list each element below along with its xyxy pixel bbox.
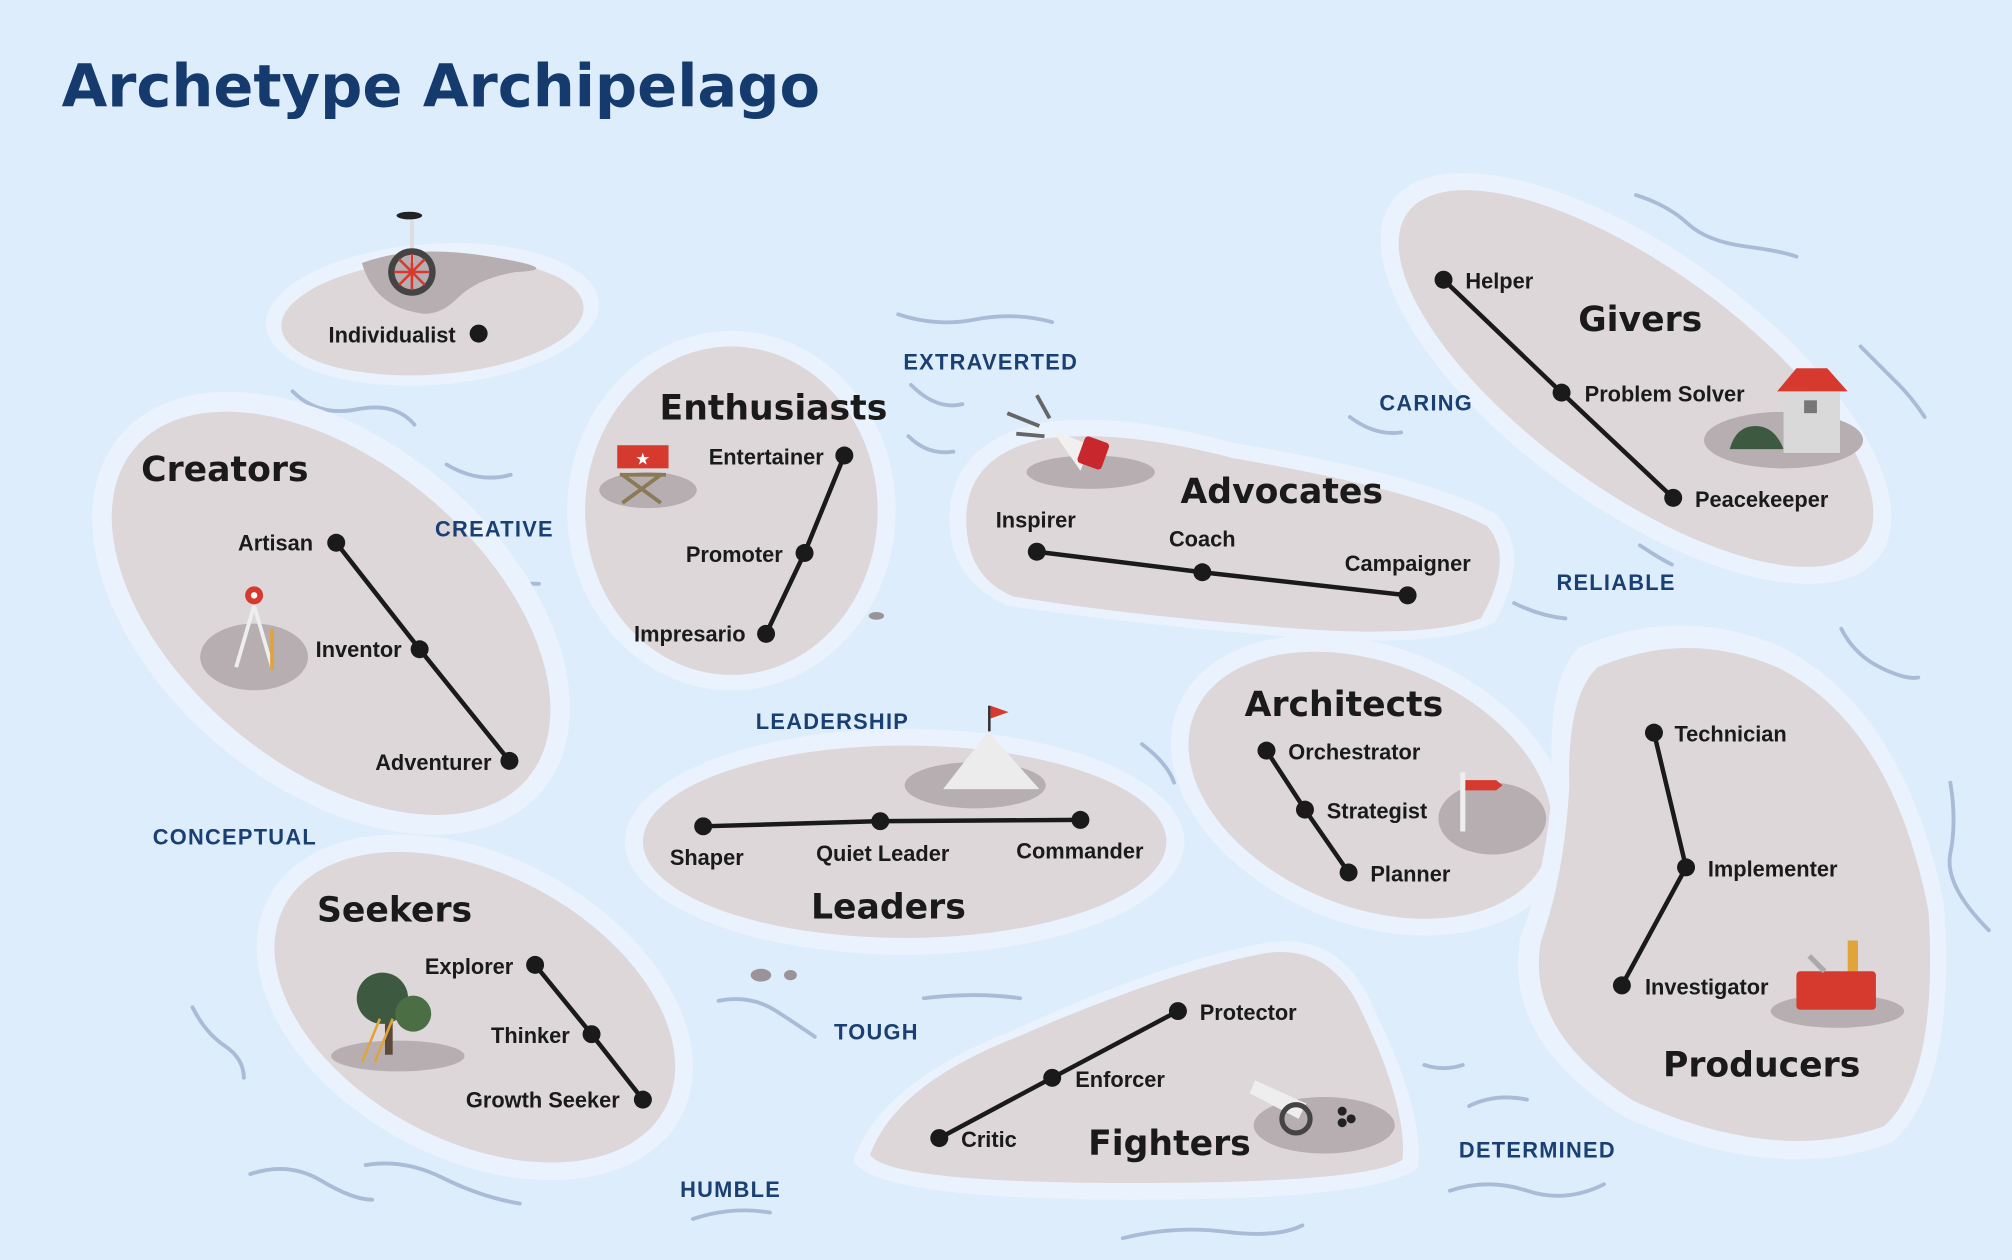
- trait-caring: CARING: [1379, 391, 1473, 416]
- island-title: Fighters: [1088, 1124, 1251, 1164]
- node-label: Enforcer: [1075, 1067, 1165, 1092]
- node-label: Commander: [1016, 838, 1144, 863]
- island-title: Enthusiasts: [660, 389, 888, 429]
- page-title: Archetype Archipelago: [62, 51, 820, 120]
- director-chair-icon: ★: [617, 445, 669, 505]
- svg-text:★: ★: [635, 449, 650, 468]
- node-label: Growth Seeker: [466, 1087, 620, 1112]
- node-label: Shaper: [670, 845, 744, 870]
- node-label: Helper: [1465, 269, 1533, 294]
- node-label: Technician: [1674, 722, 1786, 747]
- island-title: Seekers: [317, 890, 472, 930]
- trait-humble: HUMBLE: [680, 1177, 781, 1202]
- island-creators: Creators Artisan Inventor Adventurer: [92, 391, 570, 835]
- island-leaders: Leaders Shaper Quiet Leader Commander: [624, 705, 1185, 955]
- node-label: Peacekeeper: [1695, 487, 1829, 512]
- trait-tough: TOUGH: [834, 1019, 919, 1044]
- island-title: Givers: [1578, 300, 1702, 340]
- trait-labels: EXTRAVERTED CARING CREATIVE RELIABLE LEA…: [153, 350, 1675, 1203]
- trait-extraverted: EXTRAVERTED: [903, 350, 1078, 375]
- node-label: Individualist: [329, 323, 456, 348]
- node-label: Entertainer: [709, 444, 825, 469]
- signpost-icon: [1460, 772, 1503, 832]
- island-fighters: Fighters Protector Enforcer Critic: [853, 941, 1419, 1200]
- island-seekers: Seekers Explorer Thinker Growth Seeker: [256, 834, 693, 1181]
- node-label: Coach: [1169, 527, 1236, 552]
- node-label: Investigator: [1645, 974, 1769, 999]
- node-label: Inspirer: [996, 507, 1076, 532]
- toolbox-icon: [1796, 940, 1876, 1010]
- trait-determined: DETERMINED: [1459, 1137, 1616, 1162]
- island-givers: Givers Helper Problem Solver Peacekeeper: [1380, 173, 1892, 584]
- waves: [190, 193, 1991, 1241]
- node-label: Strategist: [1327, 799, 1428, 824]
- node-label: Artisan: [238, 530, 313, 555]
- island-title: Leaders: [811, 888, 966, 928]
- node-label: Quiet Leader: [816, 841, 950, 866]
- island-individualist: Individualist: [265, 211, 599, 386]
- island-architects: Architects Orchestrator Strategist Plann…: [1170, 635, 1570, 936]
- cannon-icon: [1249, 1080, 1356, 1136]
- node-label: Planner: [1370, 861, 1450, 886]
- trait-creative: CREATIVE: [435, 516, 554, 541]
- island-producers: Producers Technician Implementer Investi…: [1517, 625, 1947, 1160]
- compass-icon: [234, 586, 274, 670]
- node-label: Thinker: [491, 1023, 570, 1048]
- island-title: Creators: [141, 450, 308, 490]
- island-enthusiasts: ★ Enthusiasts Entertainer Promoter Impre…: [567, 331, 896, 691]
- tree-icon: [356, 972, 432, 1063]
- node-label: Impresario: [634, 622, 745, 647]
- trait-conceptual: CONCEPTUAL: [153, 824, 317, 849]
- mountain-flag-icon: [943, 705, 1040, 790]
- node-label: Inventor: [316, 637, 403, 662]
- megaphone-icon: [1006, 394, 1110, 471]
- well-icon: [1729, 368, 1848, 453]
- node-label: Implementer: [1708, 856, 1838, 881]
- node-label: Orchestrator: [1288, 740, 1421, 765]
- node-label: Protector: [1200, 1000, 1297, 1025]
- trait-reliable: RELIABLE: [1556, 570, 1675, 595]
- node-label: Campaigner: [1345, 551, 1471, 576]
- node-label: Promoter: [686, 542, 783, 567]
- unicycle-icon: [388, 211, 436, 296]
- node-label: Adventurer: [375, 750, 492, 775]
- node-label: Explorer: [425, 954, 514, 979]
- node-label: Critic: [961, 1127, 1017, 1152]
- trait-leadership: LEADERSHIP: [756, 709, 909, 734]
- island-title: Advocates: [1181, 472, 1383, 512]
- node-label: Problem Solver: [1585, 382, 1745, 407]
- island-title: Architects: [1245, 685, 1444, 725]
- island-title: Producers: [1663, 1046, 1860, 1086]
- island-advocates: Advocates Inspirer Coach Campaigner: [949, 394, 1515, 641]
